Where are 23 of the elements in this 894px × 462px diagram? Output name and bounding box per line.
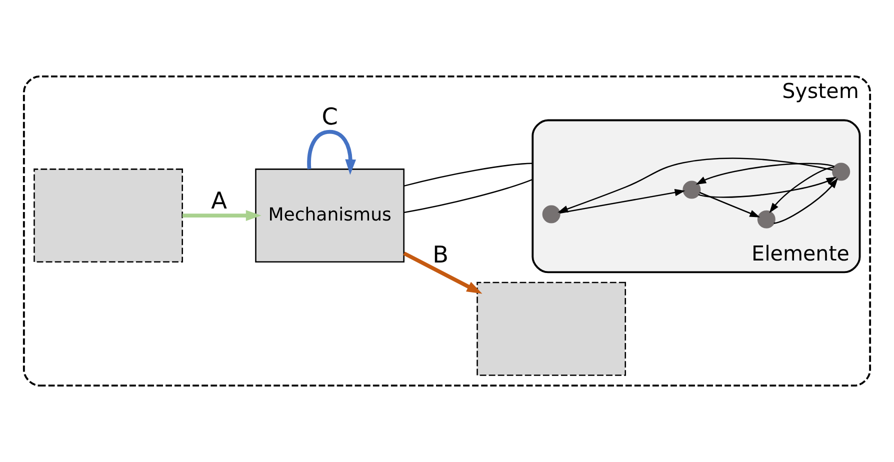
node-circle (542, 205, 560, 224)
edge-label: A (211, 187, 227, 214)
arrow (560, 188, 686, 214)
arrow (403, 252, 482, 294)
node-box: Mechanismus (255, 168, 404, 263)
arrow (182, 210, 262, 221)
edge-label: C (322, 104, 338, 131)
arrow (774, 178, 838, 224)
node-box (34, 168, 183, 263)
arrow (558, 158, 833, 212)
arrow (769, 166, 834, 214)
edge-label: B (432, 241, 449, 268)
node-circle (757, 210, 776, 228)
connector (404, 162, 533, 187)
arrow (307, 130, 356, 175)
connector (404, 178, 533, 214)
node-box (476, 282, 626, 376)
arrow (699, 192, 760, 218)
arrow (698, 176, 837, 198)
arrow (696, 162, 835, 185)
node-circle (682, 180, 701, 199)
node-circle (832, 162, 850, 181)
cluster: Elemente (532, 119, 861, 274)
